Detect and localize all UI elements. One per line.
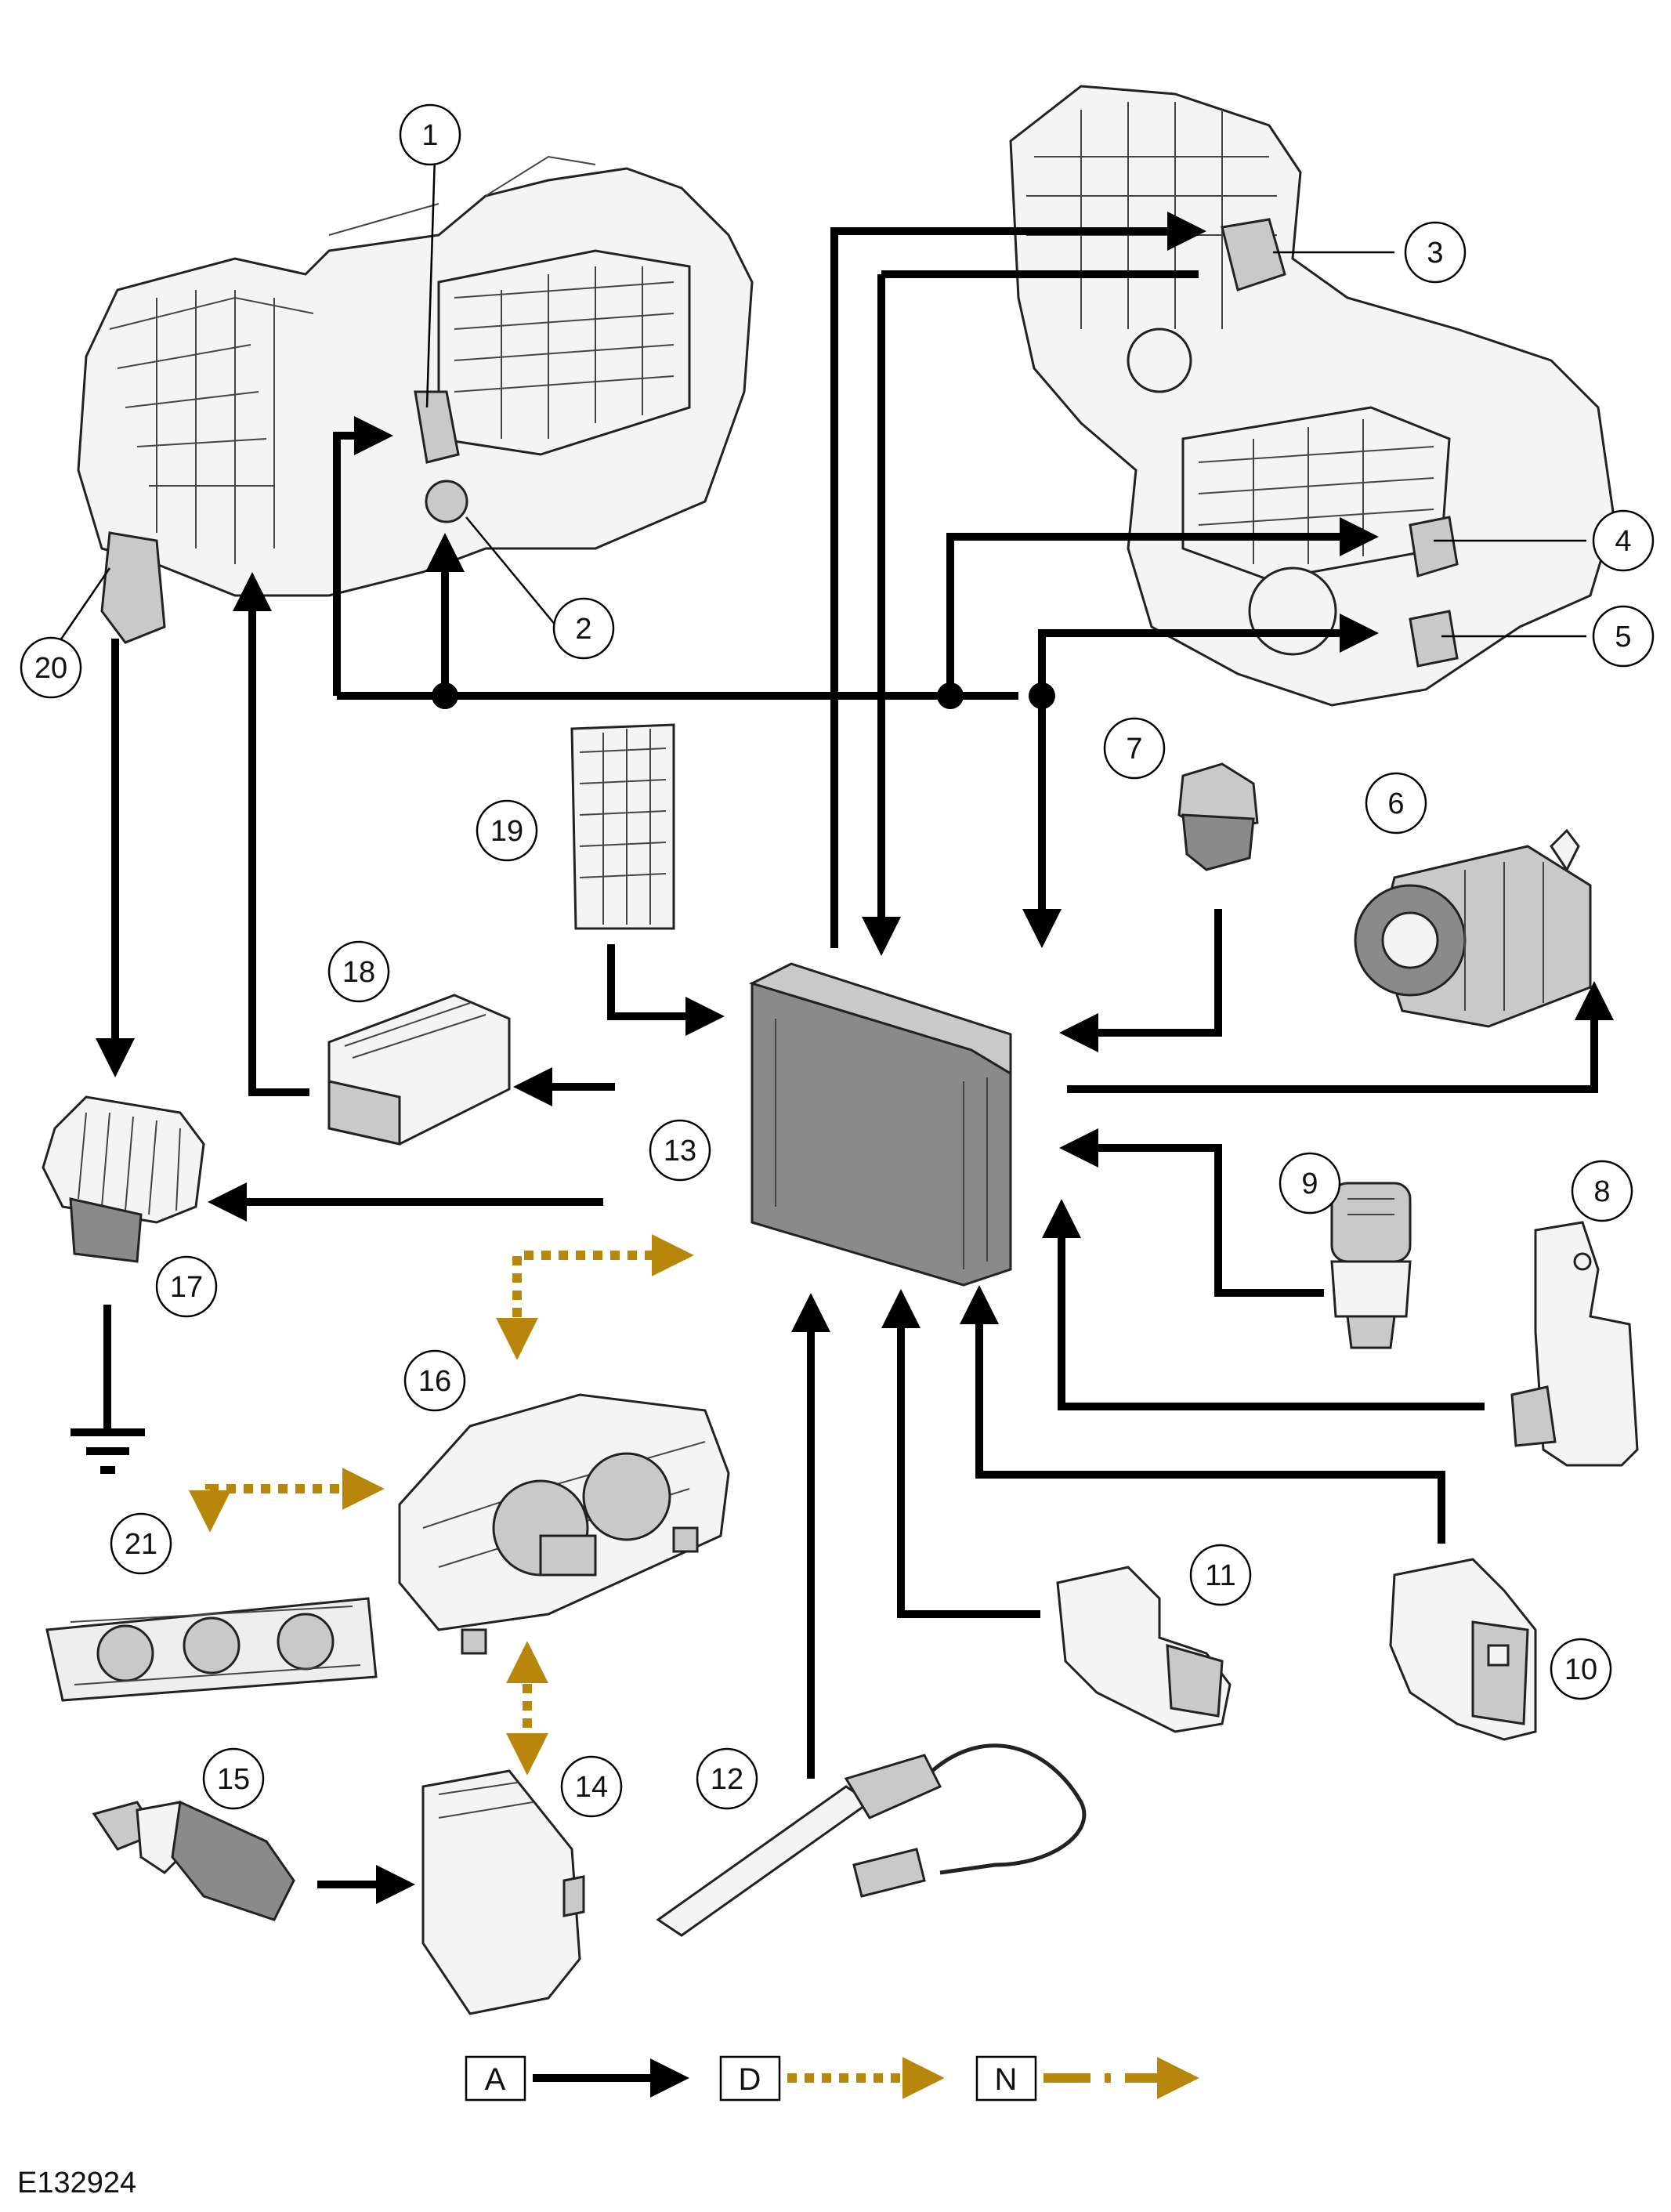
coolant-temperature-sensor xyxy=(92,1800,295,1921)
callout-label: 14 xyxy=(575,1771,608,1804)
junction-box xyxy=(570,723,675,930)
callout-label: 18 xyxy=(342,956,375,989)
instrument-cluster xyxy=(398,1393,730,1655)
callout-16: 16 xyxy=(403,1349,466,1412)
callout-circle xyxy=(202,1747,265,1810)
callout-15: 15 xyxy=(202,1747,265,1810)
callout-20: 20 xyxy=(20,636,82,699)
callout-circle xyxy=(155,1255,218,1318)
callout-circle xyxy=(1571,1160,1633,1222)
callout-label: 5 xyxy=(1615,621,1631,653)
callout-label: 4 xyxy=(1615,525,1631,558)
legend-n-label: N xyxy=(995,2062,1018,2097)
hvac-housing-left xyxy=(77,155,754,644)
callout-circle xyxy=(403,1349,466,1412)
callout-circle xyxy=(20,636,82,699)
callout-2: 2 xyxy=(552,597,615,660)
callout-12: 12 xyxy=(696,1747,758,1810)
legend-a-box xyxy=(465,2055,526,2102)
blower-motor xyxy=(42,1095,205,1263)
callout-circle xyxy=(110,1512,172,1575)
callout-label: 7 xyxy=(1126,733,1142,766)
callout-7: 7 xyxy=(1103,717,1166,780)
callout-4: 4 xyxy=(1592,509,1655,572)
legend-d-label: D xyxy=(739,2062,761,2097)
leader-lines xyxy=(57,156,1586,643)
callout-circle xyxy=(1103,717,1166,780)
ac-compressor xyxy=(1354,828,1592,1028)
legend-a-label: A xyxy=(485,2062,506,2097)
sunload-sensor xyxy=(1177,762,1259,871)
callout-18: 18 xyxy=(327,940,390,1003)
callout-13: 13 xyxy=(649,1119,711,1182)
callout-circle xyxy=(327,940,390,1003)
callout-circle xyxy=(649,1119,711,1182)
callout-label: 1 xyxy=(421,119,438,152)
callout-label: 10 xyxy=(1564,1653,1597,1686)
sensor-10 xyxy=(1389,1558,1537,1741)
callout-label: 21 xyxy=(125,1528,157,1561)
callout-label: 3 xyxy=(1427,237,1443,270)
callout-circle xyxy=(1404,221,1467,284)
legend-d-box xyxy=(719,2055,781,2102)
callout-label: 20 xyxy=(34,652,67,685)
hvac-housing-right xyxy=(1009,85,1615,707)
callout-11: 11 xyxy=(1189,1544,1252,1606)
callout-1: 1 xyxy=(399,103,461,166)
callout-label: 6 xyxy=(1387,787,1404,820)
callout-label: 11 xyxy=(1205,1559,1235,1592)
callout-5: 5 xyxy=(1592,605,1655,668)
callout-circle xyxy=(696,1747,758,1810)
callout-label: 17 xyxy=(170,1271,203,1304)
callout-circle xyxy=(1592,509,1655,572)
legend-n-box xyxy=(975,2055,1037,2102)
callout-21: 21 xyxy=(110,1512,172,1575)
callout-circle xyxy=(560,1755,623,1818)
module-18 xyxy=(327,994,511,1146)
callout-9: 9 xyxy=(1279,1152,1341,1215)
callout-label: 19 xyxy=(490,815,523,848)
callout-label: 15 xyxy=(217,1763,250,1796)
callout-circle xyxy=(1279,1152,1341,1215)
callout-circle xyxy=(1365,772,1427,834)
connector-11 xyxy=(1056,1566,1232,1733)
climate-control-module xyxy=(748,962,1012,1287)
callout-label: 12 xyxy=(711,1763,743,1796)
callout-10: 10 xyxy=(1550,1638,1612,1700)
callout-17: 17 xyxy=(155,1255,218,1318)
callout-label: 8 xyxy=(1593,1175,1610,1208)
callout-circle xyxy=(1550,1638,1612,1700)
figure-reference: E132924 xyxy=(17,2167,136,2199)
callout-circle xyxy=(476,799,538,862)
callout-circle xyxy=(552,597,615,660)
bus-a-wiring xyxy=(71,212,1614,1904)
callout-label: 16 xyxy=(418,1365,451,1398)
callout-circle xyxy=(1189,1544,1252,1606)
callout-label: 9 xyxy=(1301,1168,1318,1200)
bus-d-n-wiring xyxy=(189,1234,694,1776)
climate-control-panel xyxy=(45,1597,378,1702)
temperature-sensor-harness xyxy=(656,1743,1087,1937)
callout-label: 13 xyxy=(664,1135,696,1168)
callout-circle xyxy=(1592,605,1655,668)
legend: A D N xyxy=(465,2055,1199,2102)
pressure-sensor xyxy=(1330,1182,1412,1349)
callout-3: 3 xyxy=(1404,221,1467,284)
callout-6: 6 xyxy=(1365,772,1427,834)
humidity-sensor xyxy=(1510,1221,1639,1467)
engine-control-module xyxy=(421,1769,585,2015)
callout-19: 19 xyxy=(476,799,538,862)
callout-label: 2 xyxy=(575,613,591,646)
callout-14: 14 xyxy=(560,1755,623,1818)
callout-circle xyxy=(399,103,461,166)
callout-8: 8 xyxy=(1571,1160,1633,1222)
